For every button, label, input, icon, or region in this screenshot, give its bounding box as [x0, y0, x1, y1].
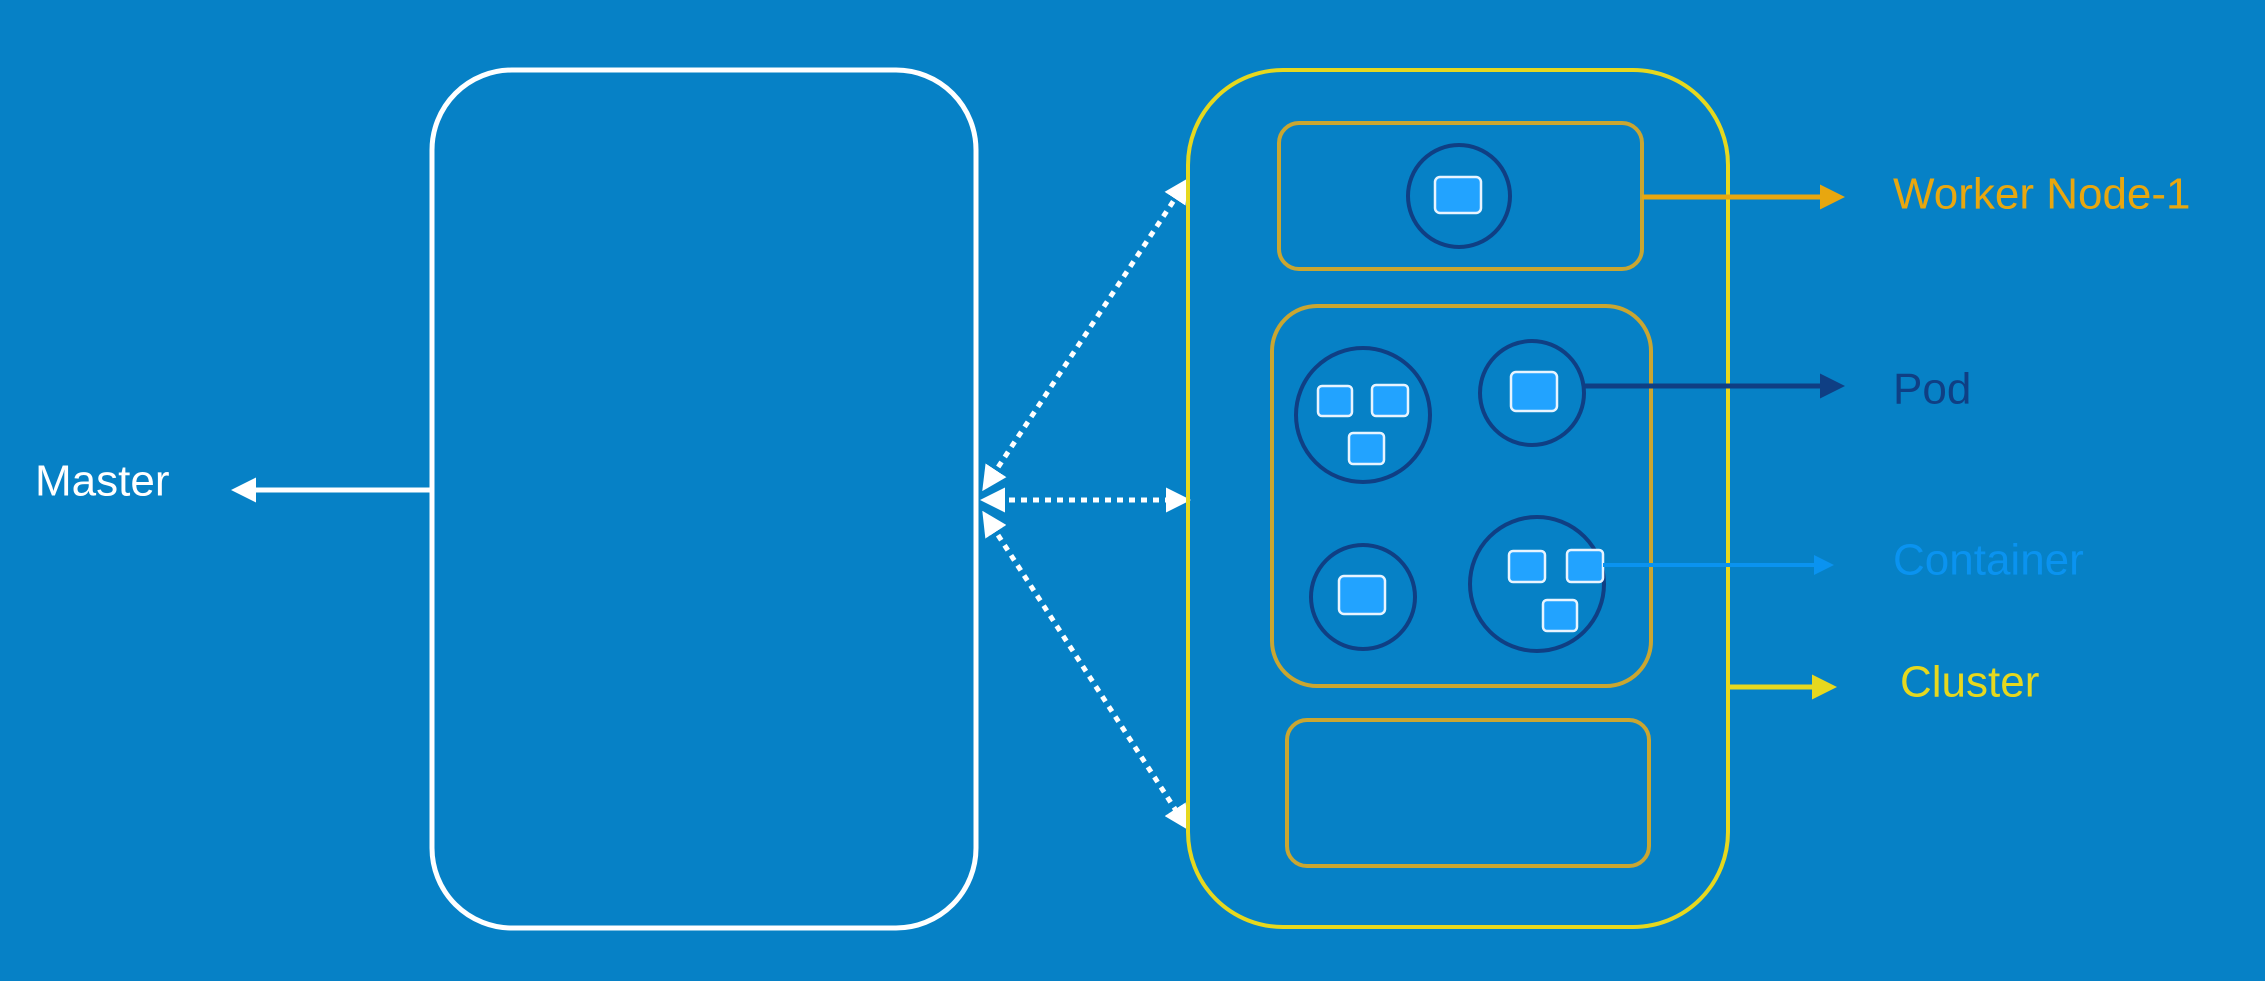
pod-icon: [1468, 515, 1606, 653]
master-link-bottom: [982, 510, 1189, 831]
container-icon: [1565, 548, 1605, 584]
container-icon: [1509, 370, 1559, 413]
master-node-box: [429, 67, 979, 931]
container-icon: [1370, 383, 1410, 418]
container-icon: [1347, 431, 1386, 466]
worker-node-2-box: [1270, 304, 1653, 688]
pod-icon: [1294, 346, 1432, 484]
pod-icon: [1309, 543, 1417, 651]
cluster-label: Cluster: [1900, 658, 2039, 707]
container-icon: [1433, 175, 1483, 215]
container-icon: [1541, 598, 1579, 633]
container-label: Container: [1893, 536, 2084, 585]
cluster-box: [1186, 68, 1730, 929]
pod-icon: [1406, 143, 1512, 249]
master-label: Master: [35, 457, 169, 506]
worker-node-3-box: [1285, 718, 1651, 868]
container-icon: [1507, 549, 1547, 584]
container-icon: [1316, 384, 1354, 418]
master-link-top: [982, 177, 1189, 492]
container-icon: [1337, 574, 1387, 616]
pod-icon: [1478, 339, 1586, 447]
pod-label: Pod: [1893, 365, 1971, 414]
worker-node-label: Worker Node-1: [1893, 170, 2191, 219]
